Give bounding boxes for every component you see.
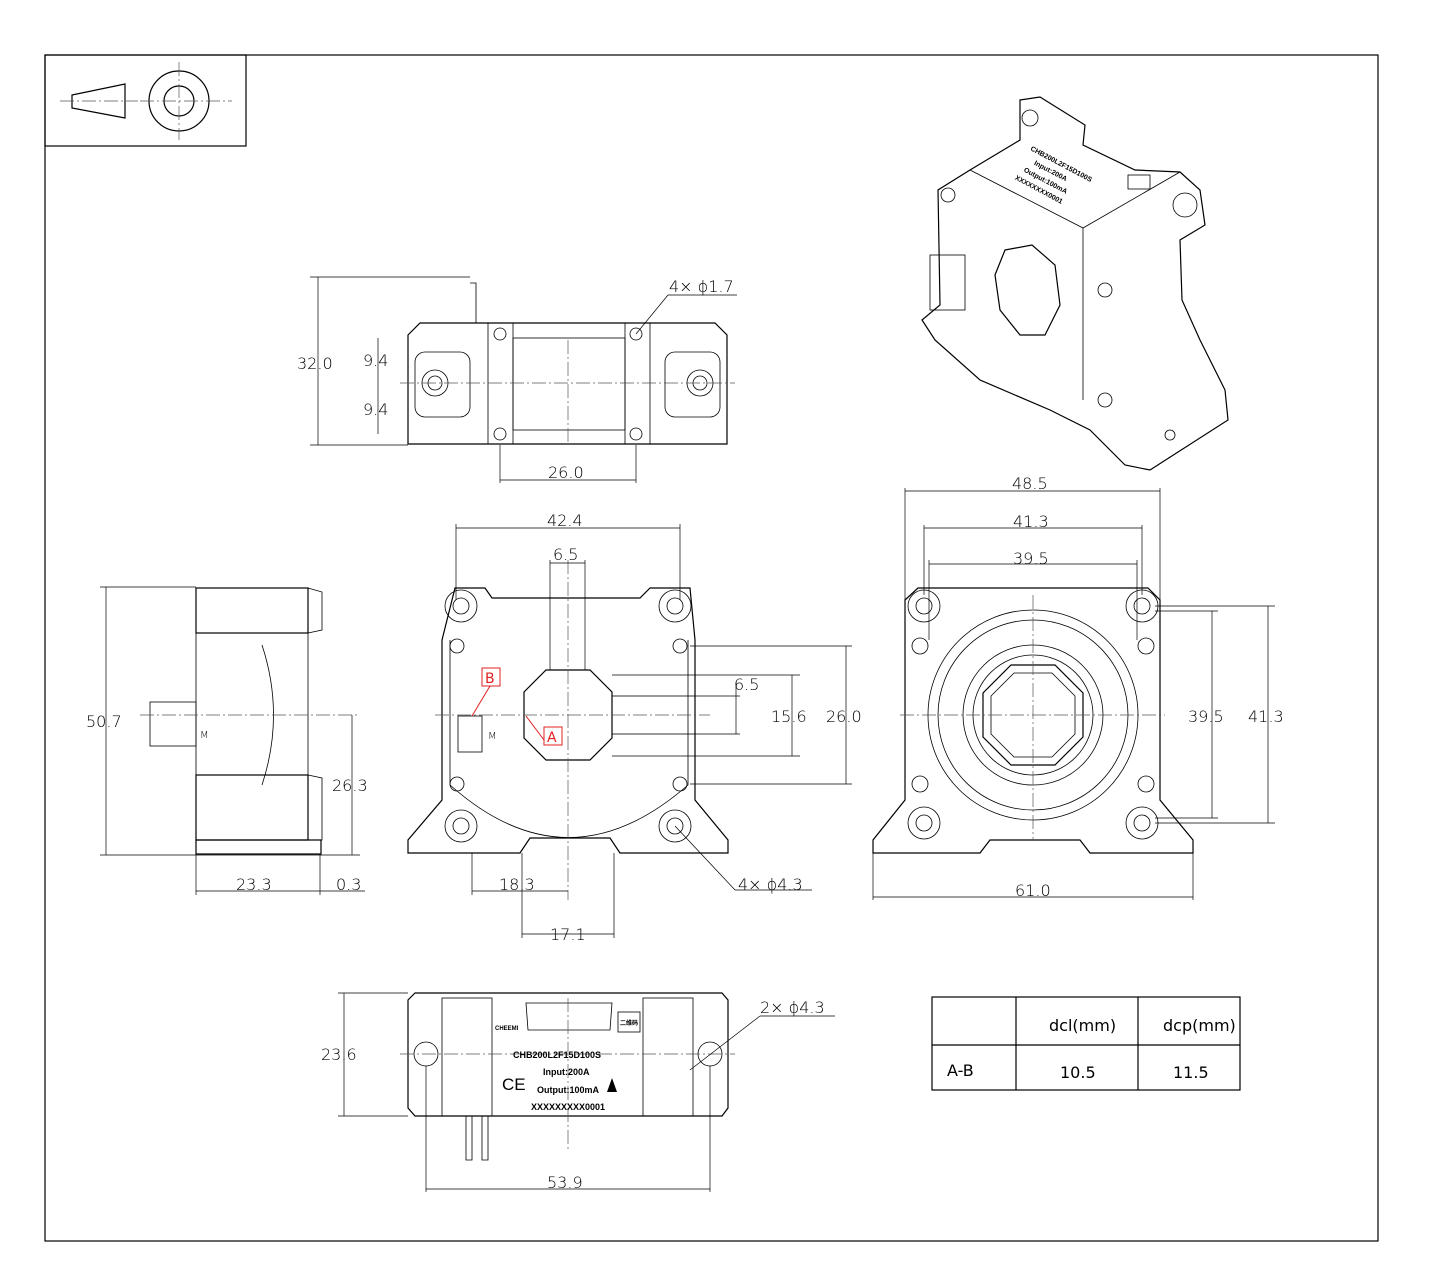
dim-front-slot-height: 6.5 <box>734 675 759 694</box>
label-serial: XXXXXXXXX0001 <box>531 1102 605 1112</box>
dim-side-gap: 0.3 <box>336 875 361 894</box>
table-header-dcl: dcl(mm) <box>1049 1016 1116 1035</box>
table-cell-dcl: 10.5 <box>1060 1063 1096 1082</box>
dim-front-offset: 18.3 <box>499 875 535 894</box>
iso-product-label: CHB200L2F15D100S Input:200A Output:100mA… <box>1014 146 1094 206</box>
back-view <box>872 488 1275 900</box>
drawing-border <box>44 54 1379 1242</box>
dim-front-width: 42.4 <box>547 511 583 530</box>
isometric-view <box>921 96 1229 471</box>
dim-side-depth: 23.3 <box>236 875 272 894</box>
dim-top-pitch-upper: 9.4 <box>363 351 388 370</box>
dim-back-width-outer: 48.5 <box>1012 474 1048 493</box>
dim-back-width-inner: 39.5 <box>1013 549 1049 568</box>
dim-top-height: 32.0 <box>297 354 333 373</box>
label-input: Input:200A <box>543 1067 590 1077</box>
brand-logo-text: CHEEMI <box>495 1026 519 1032</box>
dim-front-holes: 4× ϕ4.3 <box>738 875 803 894</box>
dim-back-base: 61.0 <box>1015 881 1051 900</box>
front-pin-label: M <box>488 731 497 742</box>
dim-back-height-inner: 39.5 <box>1188 707 1224 726</box>
dim-side-center-height: 26.3 <box>332 776 368 795</box>
dim-back-width-mid: 41.3 <box>1013 512 1049 531</box>
dimension-table <box>931 996 1241 1091</box>
dim-front-slot-width: 6.5 <box>553 545 578 564</box>
table-header-dcp: dcp(mm) <box>1163 1016 1236 1035</box>
dim-front-outer-height: 26.0 <box>826 707 862 726</box>
marker-a: A <box>547 730 557 746</box>
projection-symbol <box>44 54 247 147</box>
table-row-name: A-B <box>947 1061 974 1080</box>
label-output: Output:100mA <box>537 1085 600 1095</box>
dim-bottom-width: 53.9 <box>547 1173 583 1192</box>
marker-b: B <box>485 671 495 687</box>
qr-code-label: 二维码 <box>620 1019 638 1027</box>
bottom-view <box>338 992 835 1192</box>
ce-mark: CE <box>502 1075 526 1094</box>
side-pin-label: M <box>200 730 209 741</box>
top-view <box>310 276 737 483</box>
dim-front-inner-height: 15.6 <box>771 707 807 726</box>
label-model: CHB200L2F15D100S <box>513 1050 601 1060</box>
dim-top-holes: 4× ϕ1.7 <box>669 277 734 296</box>
table-cell-dcp: 11.5 <box>1173 1063 1209 1082</box>
dim-top-pitch-lower: 9.4 <box>363 400 388 419</box>
dim-bottom-holes: 2× ϕ4.3 <box>760 998 825 1017</box>
dim-back-height-outer: 41.3 <box>1248 707 1284 726</box>
front-view <box>407 524 852 938</box>
side-view <box>100 586 365 895</box>
dim-bottom-height: 23.6 <box>321 1045 357 1064</box>
dim-side-height: 50.7 <box>86 712 122 731</box>
dim-front-base: 17.1 <box>550 925 586 944</box>
dim-top-width: 26.0 <box>548 463 584 482</box>
